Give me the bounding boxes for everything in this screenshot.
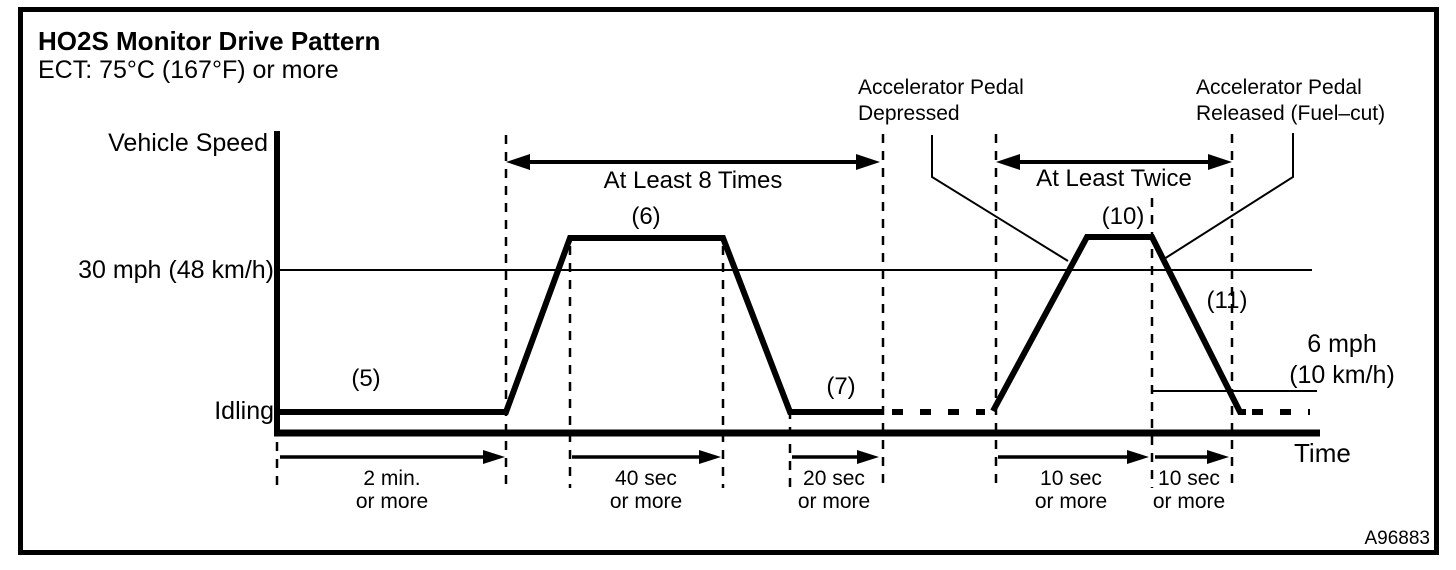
step-5-label: (5) xyxy=(351,365,381,392)
timing-qualifier: or more xyxy=(797,490,871,513)
step-11-label: (11) xyxy=(1206,287,1248,314)
timing-arrow-10sec-a xyxy=(998,450,1149,464)
timing-arrow-10sec-b xyxy=(1155,450,1229,464)
timing-value: 10 sec xyxy=(1040,467,1102,490)
step-10-label: (10) xyxy=(1101,203,1145,230)
arrowhead-right-icon xyxy=(857,450,879,464)
arrowhead-right-icon xyxy=(1208,154,1232,170)
arrowhead-left-icon xyxy=(996,154,1020,170)
timing-label-20sec: 20 sec or more xyxy=(798,467,870,513)
trace-segment-first-cycle xyxy=(277,235,884,415)
step-6-label: (6) xyxy=(631,203,661,230)
timing-arrow-20sec xyxy=(792,450,879,464)
pedal-depressed-line2: Depressed xyxy=(858,102,960,125)
range-arrow-8-times xyxy=(506,154,880,170)
timing-label-2min: 2 min. or more xyxy=(356,467,428,513)
pedal-depressed-annotation: Accelerator Pedal Depressed xyxy=(858,75,1024,127)
leader-line-pedal-released xyxy=(1163,133,1294,260)
ref-6mph-line1: 6 mph xyxy=(1307,330,1377,358)
pedal-released-annotation: Accelerator Pedal Released (Fuel–cut) xyxy=(1196,75,1385,127)
timing-value: 10 sec xyxy=(1158,467,1220,490)
pedal-released-line1: Accelerator Pedal xyxy=(1196,76,1362,99)
dashed-guide-lines xyxy=(275,134,1234,488)
timing-qualifier: or more xyxy=(1034,490,1108,513)
timing-qualifier: or more xyxy=(1152,490,1226,513)
figure-title: HO2S Monitor Drive Pattern xyxy=(38,26,381,56)
idling-label: Idling xyxy=(214,397,274,425)
ref-6mph-label: 6 mph (10 km/h) xyxy=(1261,329,1423,391)
pedal-depressed-line1: Accelerator Pedal xyxy=(858,76,1024,99)
leader-line-pedal-depressed xyxy=(931,135,1069,262)
pedal-released-line2: Released (Fuel–cut) xyxy=(1196,102,1386,125)
arrowhead-right-icon xyxy=(1207,450,1229,464)
timing-qualifier: or more xyxy=(355,490,429,513)
timing-value: 20 sec xyxy=(803,467,865,490)
timing-label-40sec: 40 sec or more xyxy=(610,467,682,513)
trace-segment-second-cycle xyxy=(990,234,1246,415)
arrowhead-right-icon xyxy=(699,450,721,464)
timing-arrows xyxy=(280,450,1229,464)
at-least-twice-label: At Least Twice xyxy=(1036,165,1192,192)
step-7-label: (7) xyxy=(826,373,856,400)
timing-value: 40 sec xyxy=(615,467,677,490)
figure-border xyxy=(18,7,1439,555)
timing-arrow-2min xyxy=(280,450,505,464)
timing-label-10sec-b: 10 sec or more xyxy=(1153,467,1225,513)
drive-pattern-trace xyxy=(277,234,1310,415)
y-axis-label: Vehicle Speed xyxy=(108,129,268,157)
timing-label-10sec-a: 10 sec or more xyxy=(1035,467,1107,513)
arrowhead-right-icon xyxy=(856,154,880,170)
ref-6mph-line2: (10 km/h) xyxy=(1289,361,1395,389)
range-arrow-twice xyxy=(996,154,1232,170)
arrowhead-right-icon xyxy=(1127,450,1149,464)
x-axis-label: Time xyxy=(1294,438,1351,468)
arrowhead-right-icon xyxy=(483,450,505,464)
ref-30mph-label: 30 mph (48 km/h) xyxy=(78,256,274,284)
at-least-8-times-label: At Least 8 Times xyxy=(603,167,783,194)
arrowhead-left-icon xyxy=(506,154,530,170)
timing-value: 2 min. xyxy=(363,467,421,490)
timing-qualifier: or more xyxy=(609,490,683,513)
figure-subtitle: ECT: 75°C (167°F) or more xyxy=(38,56,339,84)
figure-id: A96883 xyxy=(1364,528,1430,549)
timing-arrow-40sec xyxy=(572,450,721,464)
